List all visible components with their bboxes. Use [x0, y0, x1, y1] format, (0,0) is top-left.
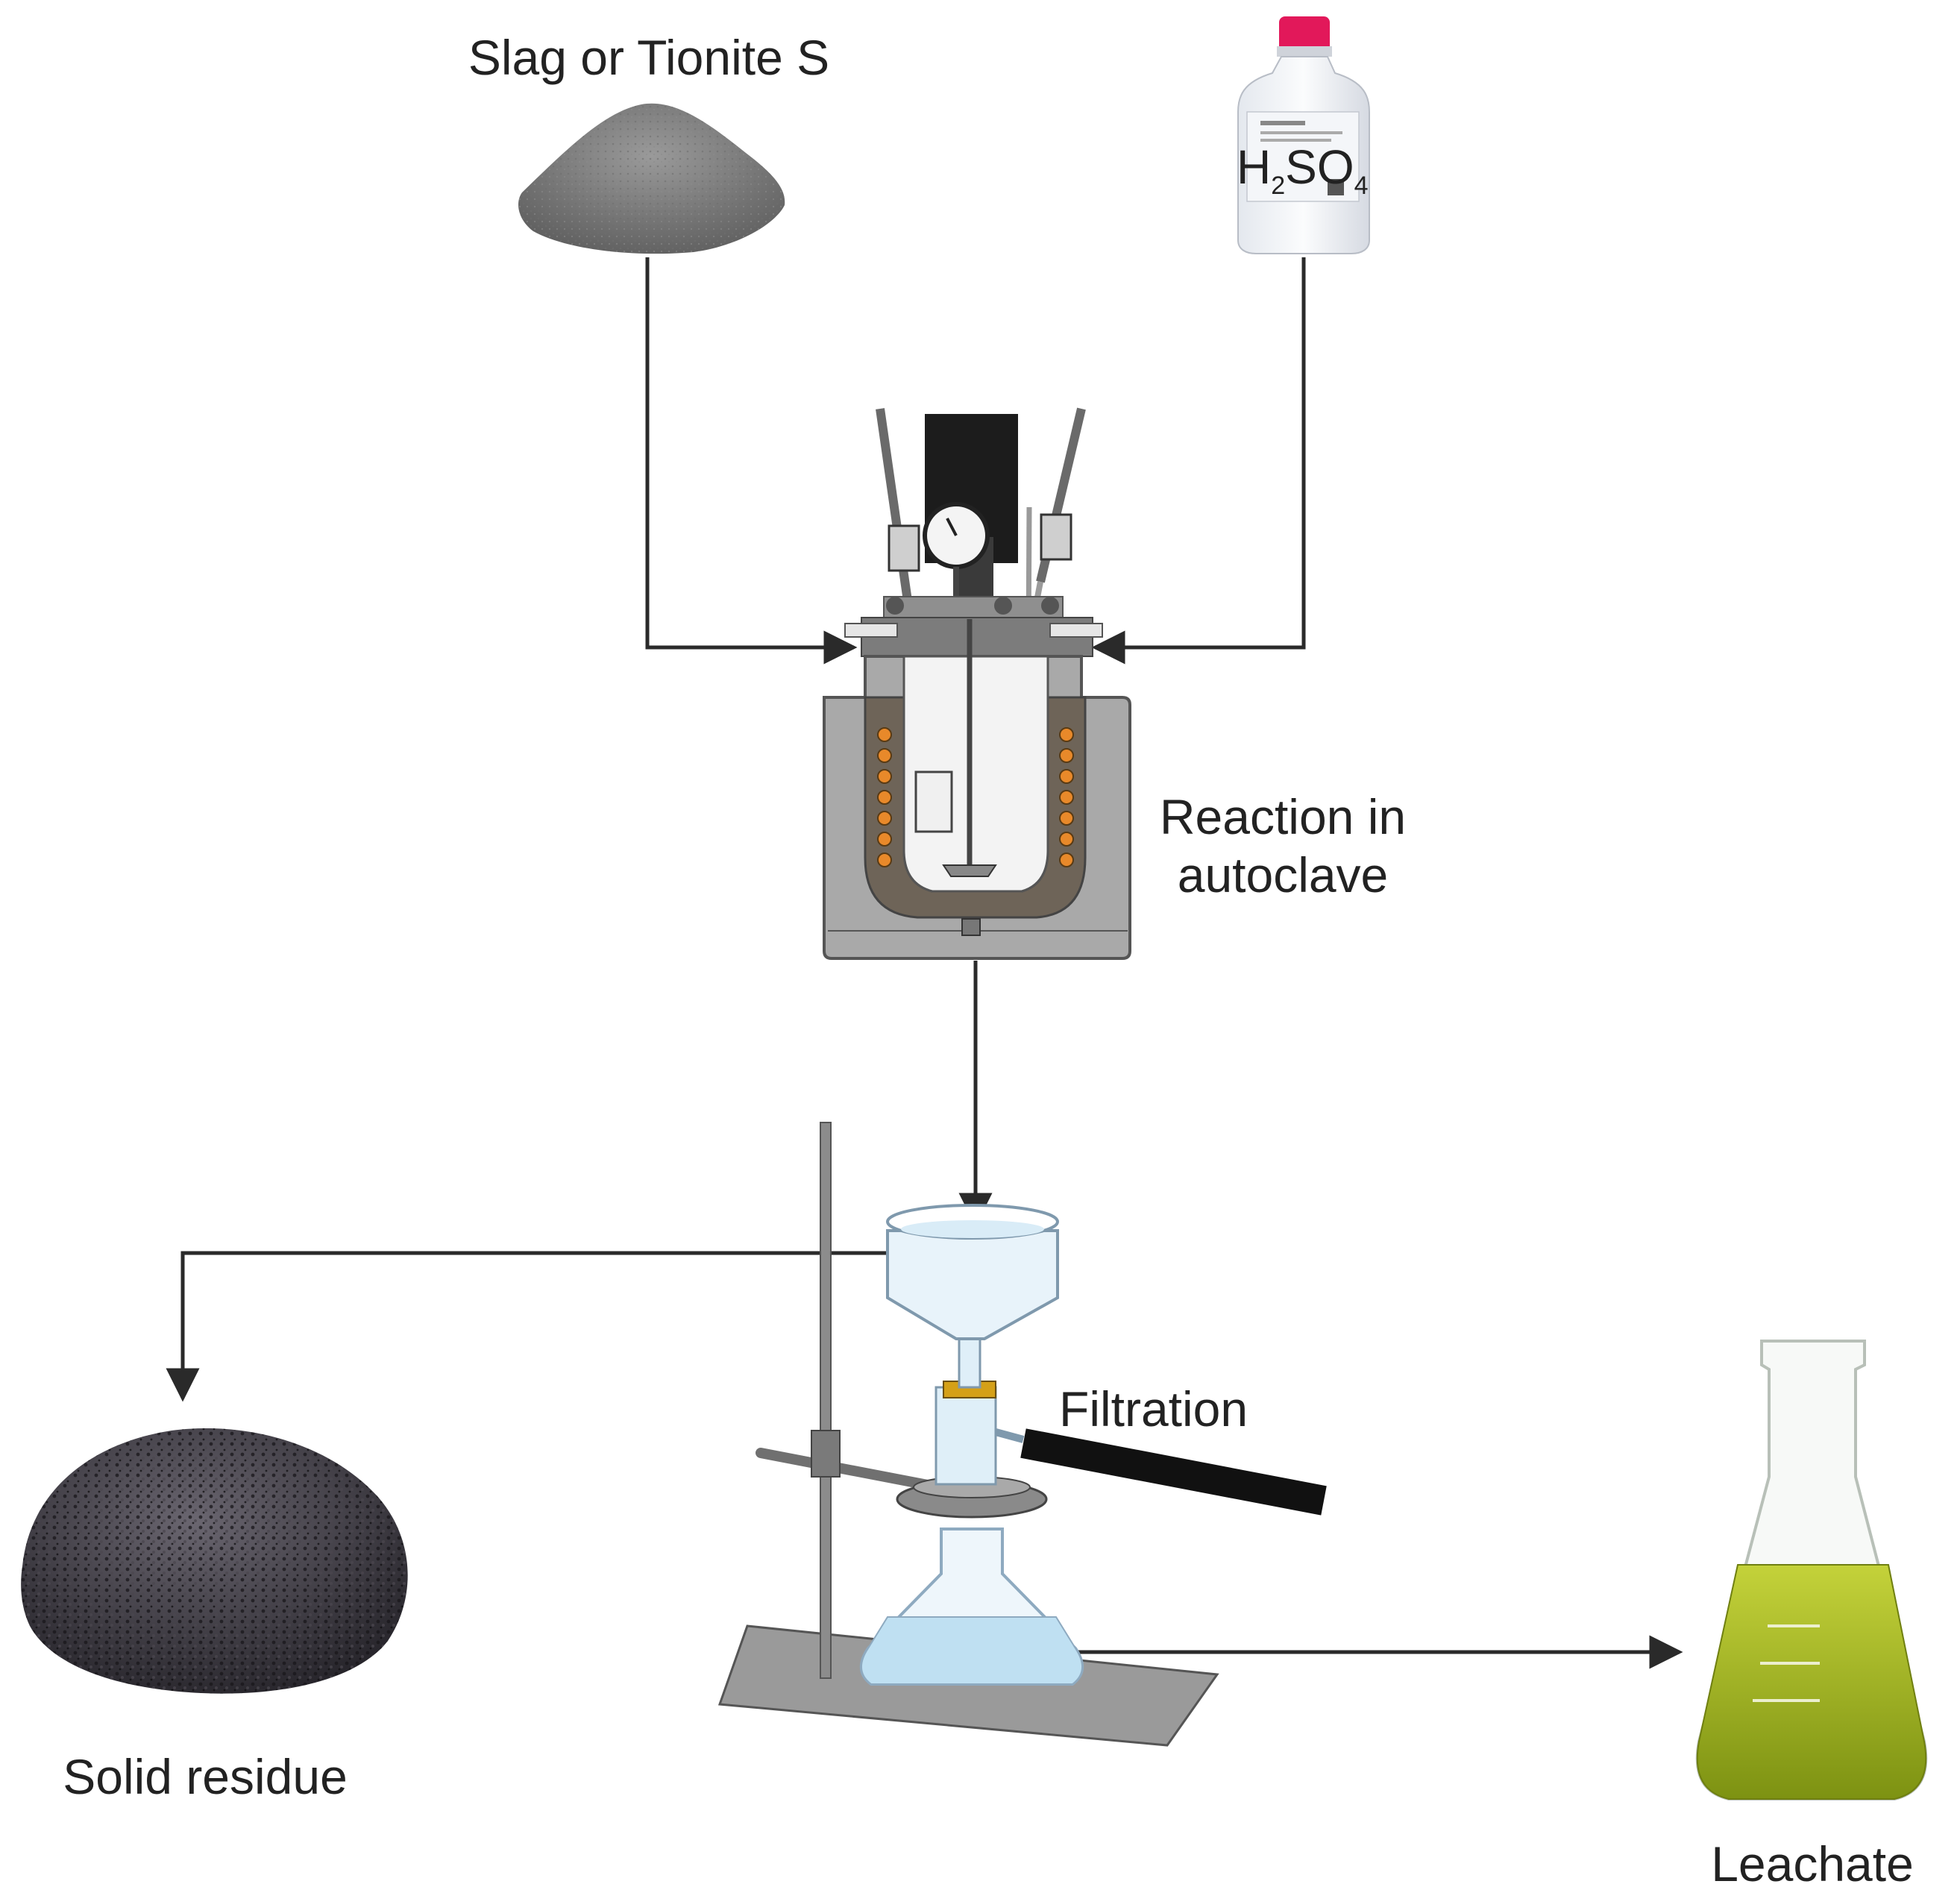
flow-line-filter-to-residue [166, 1251, 899, 1402]
reactor-label-line2: autoclave [1178, 847, 1389, 902]
residue-label: Solid residue [63, 1749, 348, 1804]
reagent-bottle-icon [1237, 16, 1370, 254]
solid-feed-label: Slag or Tionite S [468, 30, 829, 85]
acid-formula-sub-2: 2 [1271, 172, 1285, 200]
leachate-label: Leachate [1711, 1836, 1914, 1887]
acid-formula-h: H [1237, 140, 1271, 194]
reactor-label-line1: Reaction in [1160, 789, 1406, 844]
flow-line-acid-feed [1091, 257, 1306, 665]
powder-pile-icon [518, 103, 785, 254]
flow-lines [166, 257, 1683, 1669]
autoclave-reactor-icon [823, 407, 1131, 960]
filtration-apparatus-icon [717, 1122, 1327, 1747]
filtration-label: Filtration [1059, 1381, 1248, 1437]
acid-formula-sub-4: 4 [1354, 172, 1369, 200]
flow-line-solid-feed [645, 257, 858, 665]
residue-pile-icon [21, 1428, 408, 1694]
acid-formula-label: H2SO4 [1237, 140, 1369, 200]
acid-formula-so: SO [1285, 140, 1354, 194]
leachate-flask-icon [1695, 1340, 1928, 1800]
